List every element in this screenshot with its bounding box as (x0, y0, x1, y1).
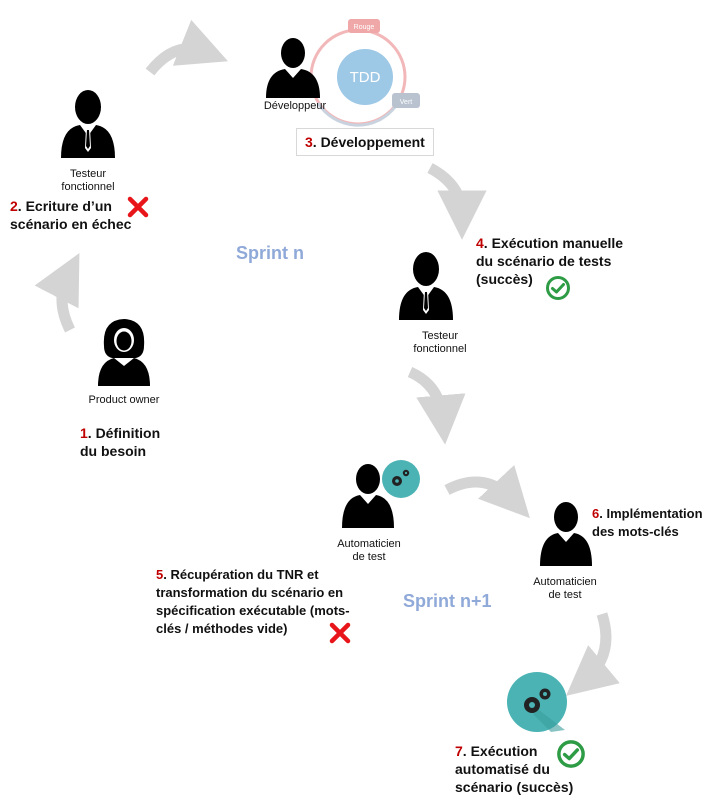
step-7-line1: . Exécution (462, 743, 538, 759)
step-6: 6. Implémentation des mots-clés (592, 505, 720, 541)
check-icon (546, 276, 570, 300)
step-4-line3: (succès) (476, 271, 533, 287)
auto2-label-1: Automaticien (533, 576, 597, 588)
step-5-number: 5 (156, 567, 164, 582)
arrow-auto-to-exec (565, 612, 620, 696)
step-1-line1: . Définition (87, 425, 161, 441)
gear-icon (382, 460, 420, 498)
step-7-number: 7 (455, 743, 463, 759)
tdd-label: TDD (350, 69, 381, 86)
sprint-n-label: Sprint n (236, 243, 304, 263)
sprint-n1-label: Sprint n+1 (403, 591, 492, 611)
tester-top-label-1: Testeur (69, 168, 107, 180)
person-icon (266, 38, 320, 98)
step-6-line1: . Implémentation (599, 506, 703, 521)
step-7-line2: automatisé du (455, 761, 550, 777)
step-6-line2: des mots-clés (592, 524, 679, 539)
step-1-line2: du besoin (80, 443, 147, 459)
step-7: 7. Exécution automatisé du scénario (suc… (455, 742, 605, 796)
tester-mid-label-1: Testeur (421, 330, 459, 342)
tdd-green-label: Vert (400, 99, 413, 106)
step-6-number: 6 (592, 506, 600, 521)
arrow-auto-to-auto (444, 465, 530, 519)
step-2-number: 2 (10, 198, 18, 214)
step-4-number: 4 (476, 235, 484, 251)
person-icon (98, 319, 150, 386)
cross-icon (127, 196, 149, 218)
step-4-line1: . Exécution manuelle (483, 235, 624, 251)
step-2-line2: scénario en échec (10, 216, 132, 232)
person-icon (540, 502, 592, 566)
step-7-line3: scénario (succès) (455, 779, 574, 795)
arrow-tester-to-dev (145, 19, 228, 76)
step-4: 4. Exécution manuelle du scénario de tes… (476, 234, 706, 288)
step-3-text: . Développement (312, 134, 425, 150)
tdd-red-label: Rouge (354, 24, 375, 31)
tdd-cycle: TDD Rouge Vert (309, 19, 420, 127)
auto1-label-2: de test (352, 551, 386, 563)
step-3-number: 3 (305, 134, 313, 150)
step-1: 1. Définition du besoin (80, 424, 220, 460)
step-5-line2: transformation du scénario en (156, 585, 344, 600)
person-icon (61, 90, 115, 158)
arrow-dev-to-tester (427, 163, 487, 240)
step-1-number: 1 (80, 425, 88, 441)
arrow-tester-to-auto (407, 366, 466, 445)
tdd-red-pill (348, 19, 380, 33)
arrow-po-to-tester (34, 253, 80, 333)
tdd-green-pill (392, 93, 420, 108)
cross-icon (329, 622, 351, 644)
step-2: 2. Ecriture d’un scénario en échec (10, 197, 210, 233)
step-5-line3: spécification exécutable (mots- (156, 603, 350, 618)
tester-mid-label-2: fonctionnel (413, 343, 467, 355)
step-5: 5. Récupération du TNR et transformation… (156, 566, 396, 638)
developer-label: Développeur (263, 100, 327, 112)
step-5-line1: . Récupération du TNR et (163, 567, 319, 582)
check-icon (557, 740, 585, 768)
auto2-label-2: de test (548, 589, 582, 601)
gear-icon (507, 672, 567, 732)
tester-top-label-2: fonctionnel (61, 181, 115, 193)
auto1-label-1: Automaticien (337, 538, 401, 550)
person-icon (342, 464, 394, 528)
person-icon (399, 252, 453, 320)
step-4-line2: du scénario de tests (476, 253, 612, 269)
tdd-circle (337, 49, 393, 105)
step-5-line4: clés / méthodes vide) (156, 621, 288, 636)
step-2-line1: . Ecriture d’un (17, 198, 112, 214)
po-label: Product owner (88, 394, 160, 406)
step-3: 3. Développement (296, 128, 434, 156)
